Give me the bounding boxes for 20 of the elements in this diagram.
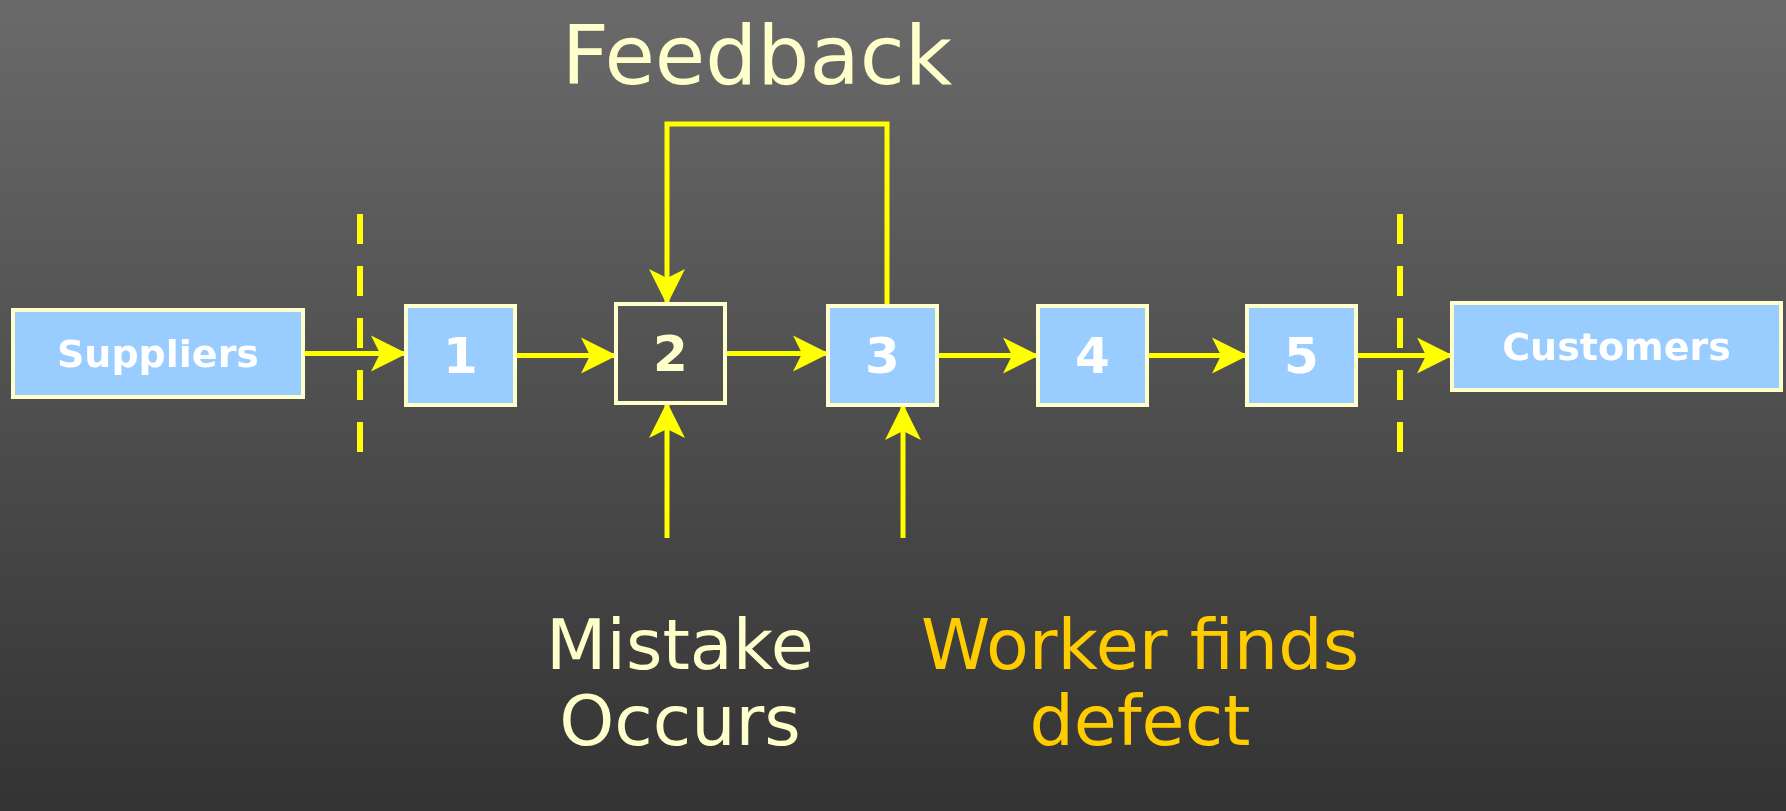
box-label: Customers — [1502, 324, 1731, 369]
arrow — [517, 337, 617, 374]
process-box — [614, 302, 727, 405]
box-label: 2 — [653, 324, 688, 383]
process-box — [11, 308, 305, 399]
process-box — [404, 304, 517, 407]
box-label: 4 — [1075, 326, 1110, 385]
arrow — [649, 121, 890, 305]
box-label: Suppliers — [57, 331, 259, 376]
process-box — [1450, 301, 1783, 392]
box-label: 5 — [1284, 326, 1319, 385]
box-label: 1 — [443, 326, 478, 385]
arrow — [649, 402, 685, 538]
process-box — [1036, 304, 1149, 407]
edge-label: Feedback — [561, 8, 953, 103]
annotation-text: Worker finds defect — [919, 608, 1361, 760]
process-box — [1245, 304, 1358, 407]
box-label: 3 — [865, 326, 900, 385]
process-box — [826, 304, 939, 407]
annotation-text: Mistake Occurs — [545, 608, 815, 760]
